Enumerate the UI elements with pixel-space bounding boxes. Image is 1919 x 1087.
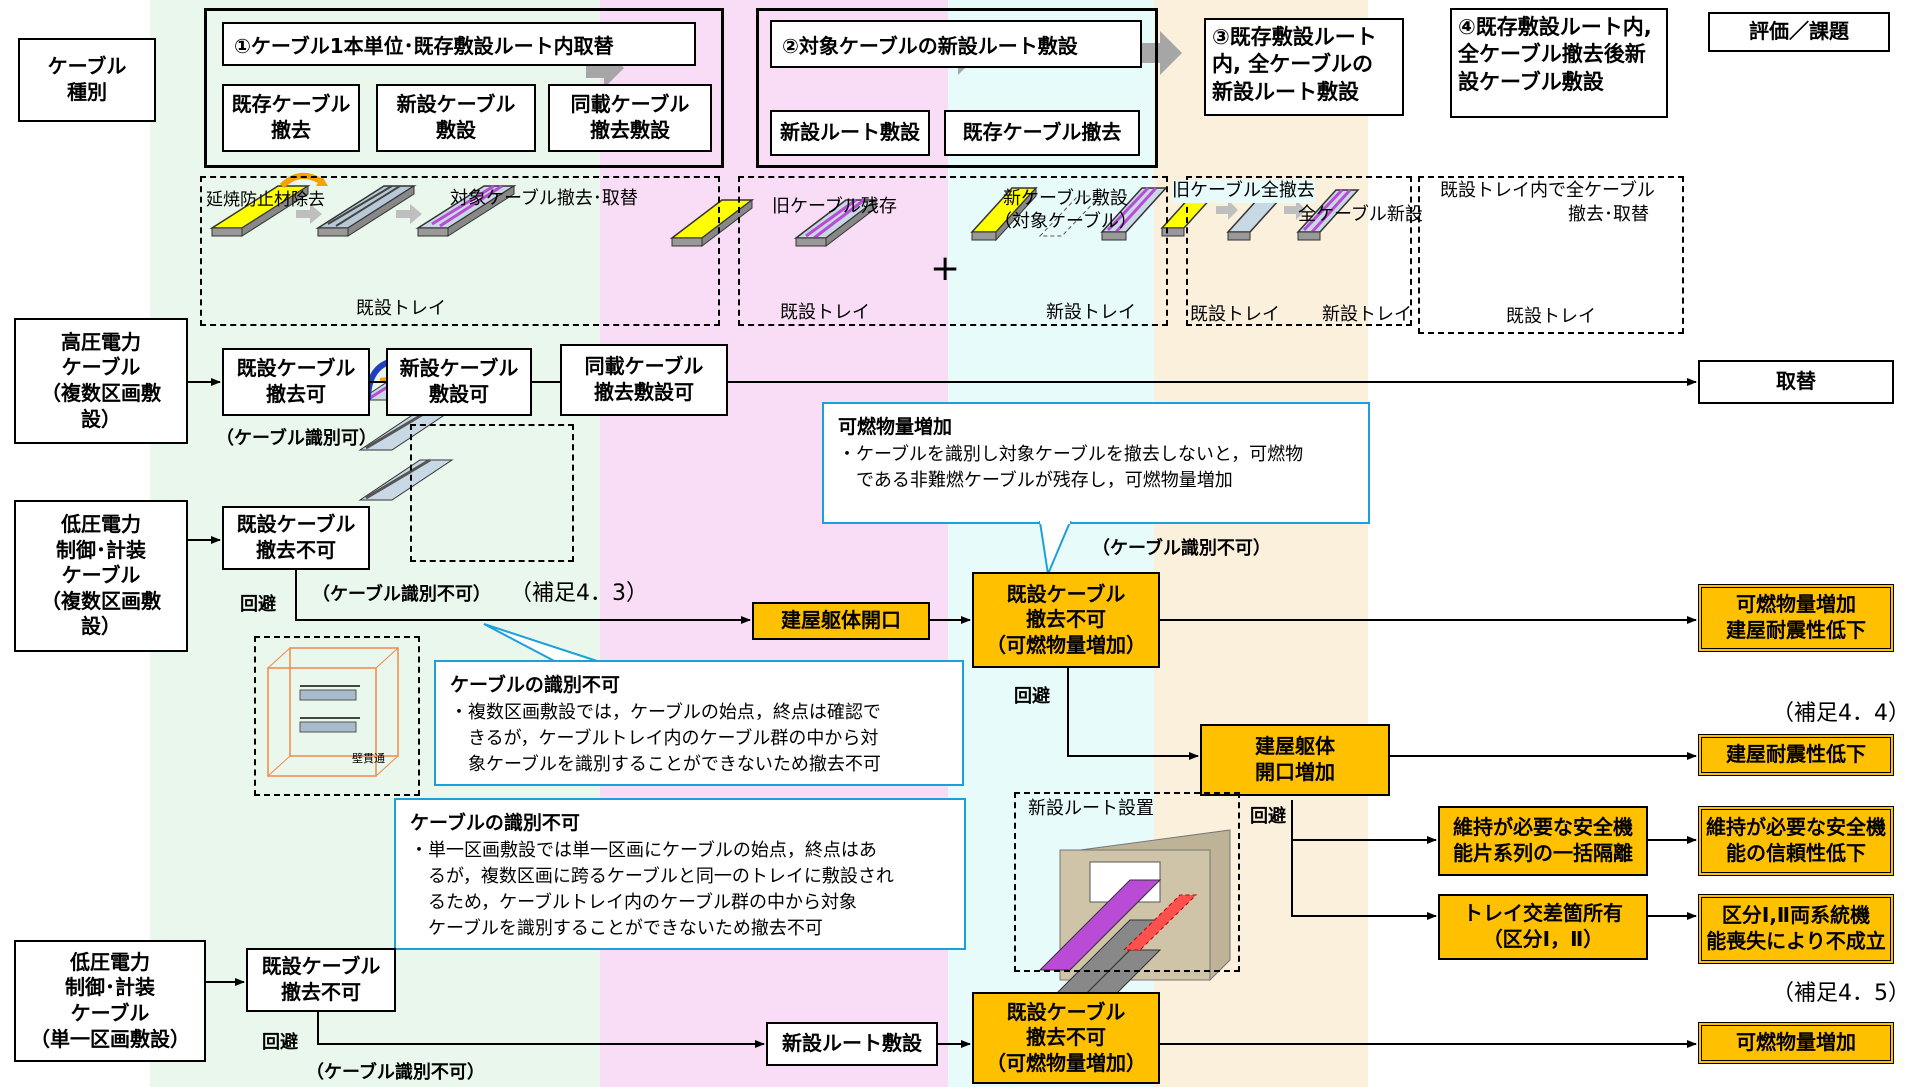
- lv-multi-branch2: トレイ交差箇所有 （区分Ⅰ，Ⅱ）: [1438, 894, 1648, 960]
- phase1-diag-label-1: 延焼防止材除去: [206, 190, 325, 210]
- phase2-diag-label-3: 既設トレイ: [780, 302, 870, 323]
- hv-box-1: 既設ケーブル 撤去可: [222, 348, 370, 416]
- callout1-title: 可燃物量増加: [838, 416, 953, 438]
- phase2-sub-1: 新設ルート敷設: [770, 110, 930, 156]
- lv-multi-avoid: 回避: [240, 594, 276, 615]
- lv-multi-box: 既設ケーブル 撤去不可: [222, 506, 370, 570]
- cable-tray-icon: [970, 186, 1168, 242]
- lv-multi-branch2-result: 区分Ⅰ,Ⅱ両系統機 能喪失により不成立: [1698, 894, 1894, 964]
- phase1-diag-label-3: 既設トレイ: [356, 298, 446, 319]
- phase3-diag-label-1: 旧ケーブル全撤去: [1172, 180, 1315, 203]
- row-type-lv-single: 低圧電力 制御･計装 ケーブル （単一区画敷設）: [14, 940, 206, 1062]
- phase3-diag-label-2: 全ケーブル新設: [1298, 204, 1423, 225]
- phase1-frame: [204, 8, 724, 168]
- lv-multi-ref: （補足4．3）: [510, 581, 648, 606]
- new-route-label: 新設ルート設置: [1028, 798, 1154, 819]
- hv-box-3: 同載ケーブル 撤去敷設可: [560, 344, 728, 416]
- callout-combustible-increase: 可燃物量増加 ・ケーブルを識別し対象ケーブルを撤去しないと，可燃物 である非難燃…: [822, 402, 1370, 524]
- phase1-sub-3: 同載ケーブル 撤去敷設: [548, 84, 712, 152]
- lv-multi-result: 可燃物量増加 建屋耐震性低下: [1698, 584, 1894, 652]
- lv-single-box: 既設ケーブル 撤去不可: [246, 948, 396, 1012]
- callout1-body: ・ケーブルを識別し対象ケーブルを撤去しないと，可燃物 である非難燃ケーブルが残存…: [838, 443, 1304, 491]
- lv-multi-opening-increase: 建屋躯体 開口増加: [1200, 724, 1390, 796]
- lv-multi-avoid3: 回避: [1250, 806, 1286, 827]
- phase3-diag-label-3: 既設トレイ: [1190, 304, 1280, 325]
- lv-multi-result2: 建屋耐震性低下: [1698, 734, 1894, 776]
- phase1-title: ①ケーブル1本単位･既存敷設ルート内取替: [222, 22, 696, 66]
- phase2-diag-label-2: 新ケーブル敷設 （対象ケーブル）: [994, 188, 1137, 232]
- lv-single-avoid: 回避: [262, 1032, 298, 1053]
- new-route-diagram: [1014, 792, 1240, 972]
- lv-multi-opening: 建屋躯体開口: [752, 602, 930, 640]
- phase4-diag-label-3: 既設トレイ: [1506, 306, 1596, 327]
- callout2-title: ケーブルの識別不可: [450, 674, 620, 696]
- callout3-title: ケーブルの識別不可: [410, 812, 580, 834]
- callout2-body: ・複数区画敷設では，ケーブルの始点，終点は確認で きるが，ケーブルトレイ内のケー…: [450, 701, 881, 775]
- callout3-body: ・単一区画敷設では単一区画にケーブルの始点，終点はあ るが，複数区画に跨るケーブ…: [410, 839, 894, 939]
- lv-multi-branch1: 維持が必要な安全機 能片系列の一括隔離: [1438, 806, 1648, 876]
- hv-note: （ケーブル識別可）: [216, 428, 377, 449]
- phase2-diag-label-1: 旧ケーブル残存: [772, 196, 897, 217]
- lv-single-note: （ケーブル識別不可）: [306, 1062, 485, 1083]
- phase3-title: ③既存敷設ルート 内, 全ケーブルの 新設ルート敷設: [1204, 18, 1404, 116]
- hv-diagram: [410, 424, 574, 562]
- phase2-frame: [756, 8, 1158, 168]
- phase2-sub-2: 既存ケーブル撤去: [944, 110, 1140, 156]
- lv-single-removal: 既設ケーブル 撤去不可 （可燃物量増加）: [972, 992, 1160, 1084]
- phase2-diagram: [738, 176, 1168, 326]
- row-type-hv: 高圧電力 ケーブル （複数区画敷 設）: [14, 318, 188, 444]
- lv-multi-note: （ケーブル識別不可）: [312, 584, 491, 605]
- phase2-title: ②対象ケーブルの新設ルート敷設: [770, 20, 1142, 68]
- lv-single-result: 可燃物量増加: [1698, 1022, 1894, 1064]
- plus-sign: +: [930, 248, 961, 289]
- phase3-diagram: [1186, 176, 1412, 326]
- phase1-sub-2: 新設ケーブル 敷設: [376, 84, 536, 152]
- row-type-lv-multi: 低圧電力 制御･計装 ケーブル （複数区画敷 設）: [14, 500, 188, 652]
- eval-header: 評価／課題: [1708, 12, 1890, 52]
- callout-cannot-identify-multi: ケーブルの識別不可 ・複数区画敷設では，ケーブルの始点，終点は確認で きるが，ケ…: [434, 660, 964, 786]
- phase4-diagram: [1418, 176, 1684, 334]
- wall-label: 壁貫通: [352, 752, 385, 765]
- callout-cannot-identify-single: ケーブルの識別不可 ・単一区画敷設では単一区画にケーブルの始点，終点はあ るが，…: [394, 798, 966, 950]
- phase1-sub-1: 既存ケーブル 撤去: [222, 84, 360, 152]
- lv-single-new-route: 新設ルート敷設: [766, 1022, 938, 1066]
- hv-box-2: 新設ケーブル 敷設可: [386, 348, 532, 416]
- phase3-diag-label-4: 新設トレイ: [1322, 304, 1412, 325]
- phase4-diag-label-2: 撤去･取替: [1568, 204, 1649, 225]
- phase4-diag-label-1: 既設トレイ内で全ケーブル: [1440, 180, 1655, 201]
- lv-multi-removal-note: （ケーブル識別不可）: [1092, 538, 1271, 559]
- lv-multi-removal: 既設ケーブル 撤去不可 （可燃物量増加）: [972, 572, 1160, 668]
- lv-multi-ref2: （補足4．4）: [1772, 701, 1910, 726]
- phase1-diag-label-2: 対象ケーブル撤去･取替: [450, 188, 638, 209]
- wall-penetration-icon: [267, 647, 399, 777]
- lv-multi-avoid2: 回避: [1014, 686, 1050, 707]
- phase2-diag-label-4: 新設トレイ: [1046, 302, 1136, 323]
- cable-type-header: ケーブル 種別: [18, 38, 156, 122]
- lv-multi-branch1-result: 維持が必要な安全機 能の信頼性低下: [1698, 806, 1894, 876]
- lv-single-ref: （補足4．5）: [1772, 981, 1910, 1006]
- cable-tray-icon: [209, 173, 517, 237]
- hv-result: 取替: [1698, 360, 1894, 404]
- phase1-diagram: [200, 176, 720, 326]
- phase4-title: ④既存敷設ルート内, 全ケーブル撤去後新 設ケーブル敷設: [1450, 8, 1668, 118]
- wall-diagram: [254, 636, 420, 796]
